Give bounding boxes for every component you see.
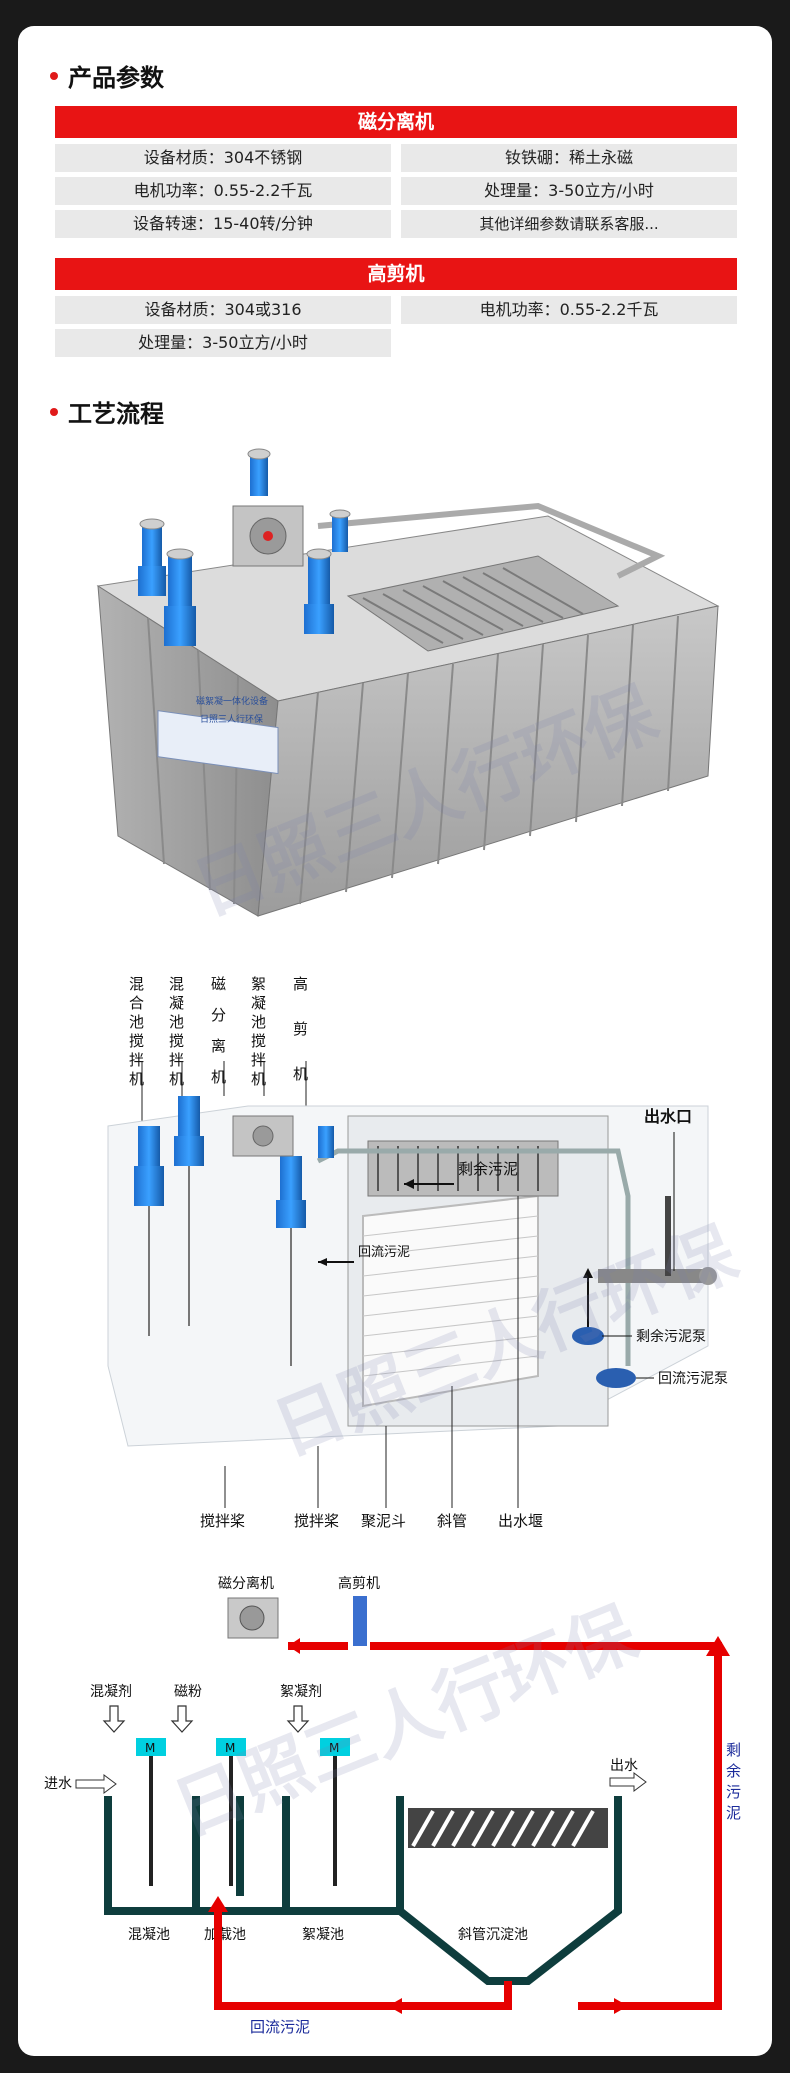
shear-label: 高剪机 bbox=[338, 1575, 380, 1592]
magnetic-table-header: 磁分离机 bbox=[55, 106, 737, 138]
bullet-dot-icon bbox=[50, 408, 58, 416]
logo-text-1: 磁絮凝一体化设备 bbox=[196, 695, 268, 707]
logo-text-2: 日照三人行环保 bbox=[200, 713, 263, 725]
process-flow-schematic: 磁分离机 高剪机 剩余污泥 混凝剂 磁粉 絮凝剂 M M M 进水 出水 bbox=[44, 1575, 742, 2036]
label-paddle-2: 搅拌桨 bbox=[294, 1512, 339, 1530]
param-cell: 设备转速：15-40转/分钟 bbox=[55, 210, 391, 238]
motor-label: M bbox=[145, 1741, 155, 1755]
arrow-down-icon bbox=[170, 1705, 194, 1733]
label-outlet-weir: 出水堰 bbox=[498, 1512, 543, 1530]
mixer-icon bbox=[276, 1156, 306, 1366]
coagulant-label: 混凝剂 bbox=[90, 1684, 132, 1700]
arrow-left-icon bbox=[388, 1998, 402, 2014]
mixer-icon bbox=[138, 518, 166, 596]
arrow-left-icon bbox=[288, 1638, 300, 1654]
arrow-down-icon bbox=[102, 1705, 126, 1733]
mixer-icon bbox=[134, 1126, 164, 1336]
param-cell: 电机功率：0.55-2.2千瓦 bbox=[55, 177, 391, 205]
inlet-label: 进水 bbox=[44, 1776, 72, 1792]
motor-label: M bbox=[329, 1741, 339, 1755]
mag-sep-label: 磁分离机 bbox=[218, 1575, 274, 1592]
arrow-down-icon bbox=[286, 1705, 310, 1733]
tank-label: 斜管沉淀池 bbox=[458, 1927, 528, 1943]
bullet-dot-icon bbox=[50, 72, 58, 80]
motor-icon bbox=[136, 1738, 166, 1756]
magnetic-separator-icon bbox=[227, 1597, 279, 1639]
arrow-left-icon bbox=[404, 1179, 414, 1189]
product-card: 产品参数 磁分离机 设备材质：304不锈钢 钕铁硼：稀土永磁 电机功率：0.55… bbox=[18, 26, 772, 2056]
mixer-icon bbox=[164, 548, 196, 646]
excess-pump-label: 剩余污泥泵 bbox=[636, 1328, 706, 1345]
return-sludge-label: 回流污泥 bbox=[358, 1245, 410, 1260]
param-cell: 设备材质：304不锈钢 bbox=[55, 144, 391, 172]
logo-plate bbox=[157, 710, 279, 775]
arrow-right-icon bbox=[75, 1774, 117, 1794]
motor-icon bbox=[216, 1738, 246, 1756]
param-cell: 钕铁硼：稀土永磁 bbox=[401, 144, 737, 172]
motor-label: M bbox=[225, 1741, 235, 1755]
param-cell: 处理量：3-50立方/小时 bbox=[55, 329, 391, 357]
arrow-up-icon bbox=[706, 1636, 730, 1656]
arrow-right-icon bbox=[609, 1772, 647, 1792]
arrow-left-icon bbox=[318, 1258, 327, 1266]
equipment-render: 磁絮凝一体化设备 日照三人行环保 bbox=[96, 448, 720, 917]
label-coagulation-mixer: 混凝池搅拌机 bbox=[167, 976, 185, 1090]
outlet-label: 出水口 bbox=[644, 1107, 692, 1126]
outlet-label: 出水 bbox=[610, 1758, 638, 1774]
return-sludge-label: 回流污泥 bbox=[250, 2018, 310, 2036]
label-paddle-1: 搅拌桨 bbox=[200, 1512, 245, 1530]
arrow-up-icon bbox=[208, 1896, 228, 1912]
pump-icon bbox=[596, 1368, 636, 1388]
label-shear: 高剪机 bbox=[291, 976, 309, 1111]
mixer-icon bbox=[174, 1096, 204, 1326]
tank-label: 絮凝池 bbox=[302, 1926, 344, 1943]
shear-table-header: 高剪机 bbox=[55, 258, 737, 290]
return-pump-label: 回流污泥泵 bbox=[658, 1371, 728, 1387]
tank-label: 混凝池 bbox=[128, 1927, 170, 1943]
arrow-right-icon bbox=[614, 1998, 628, 2014]
motor-icon bbox=[320, 1738, 350, 1756]
params-section-title: 产品参数 bbox=[50, 58, 164, 93]
param-cell: 处理量：3-50立方/小时 bbox=[401, 177, 737, 205]
tank-label: 加载池 bbox=[204, 1927, 246, 1943]
mixer-icon bbox=[318, 1126, 334, 1158]
process-section-title: 工艺流程 bbox=[50, 394, 164, 429]
label-mixing-tank-mixer: 混合池搅拌机 bbox=[127, 976, 145, 1090]
param-cell: 其他详细参数请联系客服... bbox=[401, 210, 737, 238]
arrow-up-icon bbox=[583, 1268, 593, 1278]
inclined-tube-band bbox=[408, 1808, 608, 1848]
mixer-icon bbox=[304, 548, 334, 634]
excess-sludge-vertical-label: 剩余污泥 bbox=[724, 1742, 742, 1826]
label-inclined-tube: 斜管 bbox=[437, 1512, 467, 1530]
shear-icon bbox=[353, 1596, 367, 1646]
excess-sludge-label: 剩余污泥 bbox=[458, 1160, 518, 1178]
label-magnetic-separator: 磁分离机 bbox=[209, 976, 227, 1100]
mixer-icon bbox=[247, 448, 271, 496]
labeled-equipment-diagram: 混合池搅拌机 混凝池搅拌机 磁分离机 絮凝池搅拌机 高剪机 bbox=[107, 976, 728, 1530]
pump-icon bbox=[572, 1327, 604, 1345]
mixer-icon bbox=[329, 509, 351, 552]
flocculant-label: 絮凝剂 bbox=[280, 1683, 322, 1700]
label-flocculation-mixer: 絮凝池搅拌机 bbox=[249, 976, 267, 1090]
param-cell: 设备材质：304或316 bbox=[55, 296, 391, 324]
label-sludge-hopper: 聚泥斗 bbox=[361, 1512, 406, 1530]
mag-powder-label: 磁粉 bbox=[174, 1684, 202, 1700]
param-cell: 电机功率：0.55-2.2千瓦 bbox=[401, 296, 737, 324]
